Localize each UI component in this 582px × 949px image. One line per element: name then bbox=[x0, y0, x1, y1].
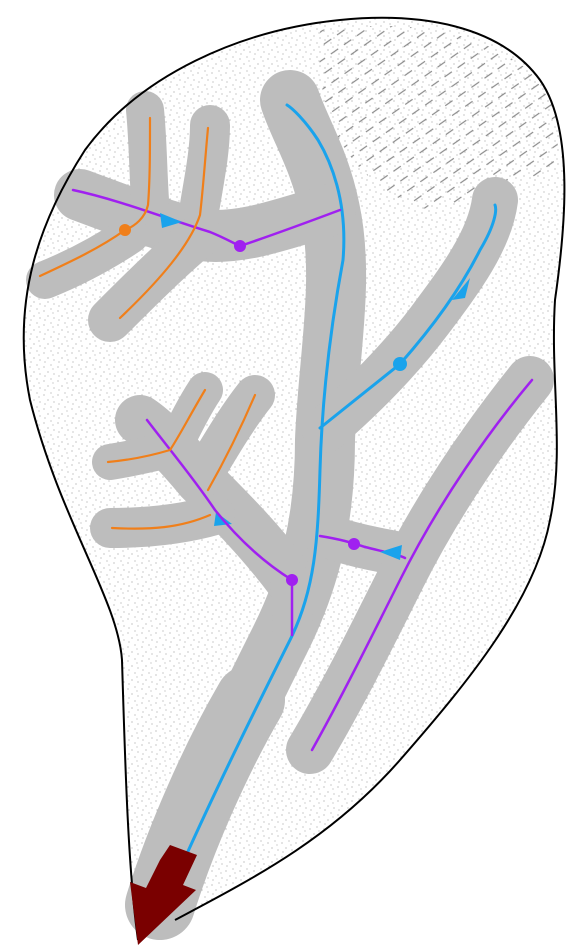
confluence-dot-icon bbox=[348, 538, 360, 550]
confluence-dot-icon bbox=[393, 357, 407, 371]
confluence-dot-icon bbox=[286, 574, 298, 586]
confluence-dot-icon bbox=[119, 224, 131, 236]
confluence-dot-icon bbox=[234, 240, 246, 252]
